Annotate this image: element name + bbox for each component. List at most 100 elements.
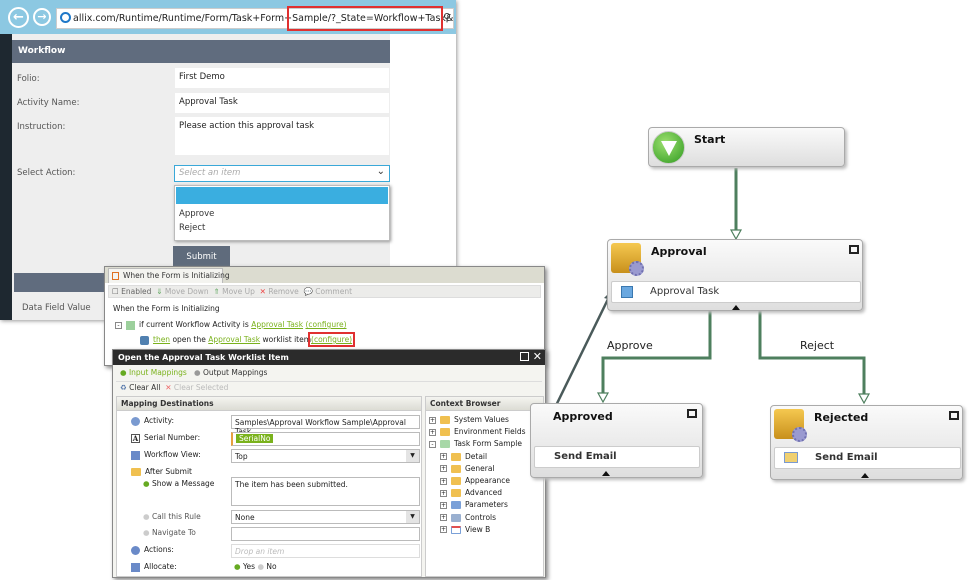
collapse-arrow-icon[interactable]	[861, 473, 869, 478]
forward-icon[interactable]: →	[33, 8, 51, 26]
tab-input-label: Input Mappings	[128, 368, 187, 377]
collapse-arrow-icon[interactable]	[732, 305, 740, 310]
rejected-send-email-event[interactable]: Send Email	[774, 447, 961, 469]
rejected-node[interactable]: Rejected Send Email	[770, 405, 963, 480]
tab-form-initializing[interactable]: When the Form is Initializing	[108, 268, 230, 283]
expand-icon[interactable]: +	[429, 428, 436, 436]
tree-detail[interactable]: +Detail	[440, 451, 540, 463]
parameters-icon	[451, 501, 461, 510]
tree-appearance[interactable]: +Appearance	[440, 475, 540, 487]
expand-icon[interactable]: +	[440, 465, 447, 473]
tab-input-mappings[interactable]: ● Input Mappings	[120, 368, 187, 377]
approval-task-event[interactable]: Approval Task	[611, 281, 861, 303]
allocate-options: ● Yes ● No	[234, 562, 277, 571]
address-bar[interactable]: allix.com/Runtime/Runtime/Form/Task+Form…	[56, 8, 454, 29]
approved-title: Approved	[553, 410, 613, 423]
gear-icon	[131, 416, 140, 426]
maximize-icon[interactable]	[520, 352, 529, 361]
select-action-dropdown[interactable]: Select an item ⌄	[174, 165, 390, 182]
approve-line[interactable]	[601, 311, 712, 398]
mapping-panel: Mapping Destinations Activity: Samples\A…	[116, 396, 422, 577]
tree-environment-fields[interactable]: +Environment Fields	[429, 426, 540, 438]
actions-icon	[131, 545, 140, 555]
maximize-icon[interactable]	[687, 409, 697, 418]
call-rule-radio[interactable]: ● Call this Rule	[143, 512, 201, 521]
clear-all-button[interactable]: ♻ Clear All	[120, 383, 160, 392]
tree-advanced[interactable]: +Advanced	[440, 487, 540, 499]
expand-icon[interactable]: +	[440, 514, 447, 522]
activity-name-field[interactable]: Approval Task	[175, 93, 389, 113]
approval-node[interactable]: Approval Approval Task	[607, 239, 863, 311]
condition-activity-link[interactable]: Approval Task	[251, 320, 304, 329]
tree-system-values[interactable]: +System Values	[429, 414, 540, 426]
folio-field[interactable]: First Demo	[175, 68, 389, 88]
option-approve[interactable]: Approve	[179, 209, 215, 219]
search-icon[interactable]: ⚲	[443, 11, 452, 24]
show-message-label: Show a Message	[151, 479, 215, 488]
activity-field[interactable]: Samples\Approval Workflow Sample\Approva…	[231, 415, 420, 436]
approved-send-email-event[interactable]: Send Email	[534, 446, 700, 468]
allocate-no-radio[interactable]: ● No	[257, 562, 277, 571]
serial-token[interactable]: SerialNo	[236, 434, 274, 443]
then-link[interactable]: then	[153, 335, 171, 344]
expand-icon[interactable]: +	[429, 416, 436, 424]
serial-field[interactable]: SerialNo	[231, 432, 420, 446]
action-suffix: worklist item	[262, 335, 312, 344]
call-rule-select[interactable]: None▼	[231, 510, 420, 524]
workflow-view-label-text: Workflow View:	[144, 450, 201, 459]
dialog-title: Open the Approval Task Worklist Item ✕	[113, 350, 545, 365]
navigate-field[interactable]	[231, 527, 420, 541]
collapse-icon[interactable]: -	[429, 440, 436, 448]
comment-button[interactable]: Comment	[315, 287, 353, 296]
option-reject[interactable]: Reject	[179, 223, 206, 233]
maximize-icon[interactable]	[949, 411, 959, 420]
condition-configure-link[interactable]: (configure)	[305, 320, 347, 329]
message-textarea[interactable]: The item has been submitted.	[231, 477, 420, 506]
tree-label: Controls	[465, 512, 497, 522]
maximize-icon[interactable]	[849, 245, 859, 254]
back-icon[interactable]: ←	[8, 7, 29, 28]
reject-line[interactable]	[758, 311, 866, 399]
workflow-view-select[interactable]: Top▼	[231, 449, 420, 463]
option-blank[interactable]	[176, 187, 388, 204]
folder-icon	[451, 452, 461, 461]
move-down-button[interactable]: Move Down	[164, 287, 209, 296]
instruction-field[interactable]: Please action this approval task	[175, 117, 389, 155]
navigate-radio[interactable]: ● Navigate To	[143, 528, 196, 537]
arrowhead	[596, 392, 610, 404]
action-configure-link[interactable]: (configure)	[308, 332, 356, 347]
expand-icon[interactable]: +	[440, 489, 447, 497]
move-up-button[interactable]: Move Up	[222, 287, 255, 296]
call-rule-value: None	[235, 513, 255, 522]
expand-icon[interactable]: +	[440, 501, 447, 509]
enabled-checkbox[interactable]: ☐ Enabled	[112, 287, 152, 296]
collapse-icon[interactable]: -	[115, 321, 122, 329]
form-header: Workflow	[12, 40, 390, 63]
expand-icon[interactable]: +	[440, 477, 447, 485]
approved-node[interactable]: Approved Send Email	[530, 403, 703, 478]
remove-button[interactable]: Remove	[268, 287, 299, 296]
tree-task-form-sample[interactable]: -Task Form Sample	[429, 438, 540, 450]
close-icon[interactable]: ✕	[532, 350, 542, 363]
allocate-label: Allocate:	[131, 562, 177, 572]
actions-label: Actions:	[131, 545, 174, 555]
expand-icon[interactable]: +	[440, 453, 447, 461]
tab-output-label: Output Mappings	[202, 368, 268, 377]
actions-drop-field[interactable]: Drop an item	[231, 544, 420, 558]
after-submit-text: After Submit	[145, 467, 192, 476]
action-task-link[interactable]: Approval Task	[208, 335, 261, 344]
submit-button[interactable]: Submit	[173, 246, 230, 268]
tree-controls[interactable]: + Controls	[440, 512, 540, 524]
expand-icon[interactable]: +	[440, 526, 447, 534]
show-message-radio[interactable]: ● Show a Message	[143, 479, 215, 488]
dialog-tabs: ● Input Mappings ● Output Mappings	[116, 367, 542, 380]
tree-view-b[interactable]: +View B	[440, 524, 540, 536]
tree-parameters[interactable]: +Parameters	[440, 499, 540, 511]
tab-output-mappings[interactable]: ● Output Mappings	[194, 368, 268, 377]
start-node[interactable]: Start	[648, 127, 845, 167]
clear-selected-button[interactable]: ✕ Clear Selected	[165, 383, 228, 392]
allocate-yes-radio[interactable]: ● Yes	[234, 562, 256, 571]
tree-general[interactable]: +General	[440, 463, 540, 475]
arrowhead	[729, 229, 743, 241]
collapse-arrow-icon[interactable]	[602, 471, 610, 476]
